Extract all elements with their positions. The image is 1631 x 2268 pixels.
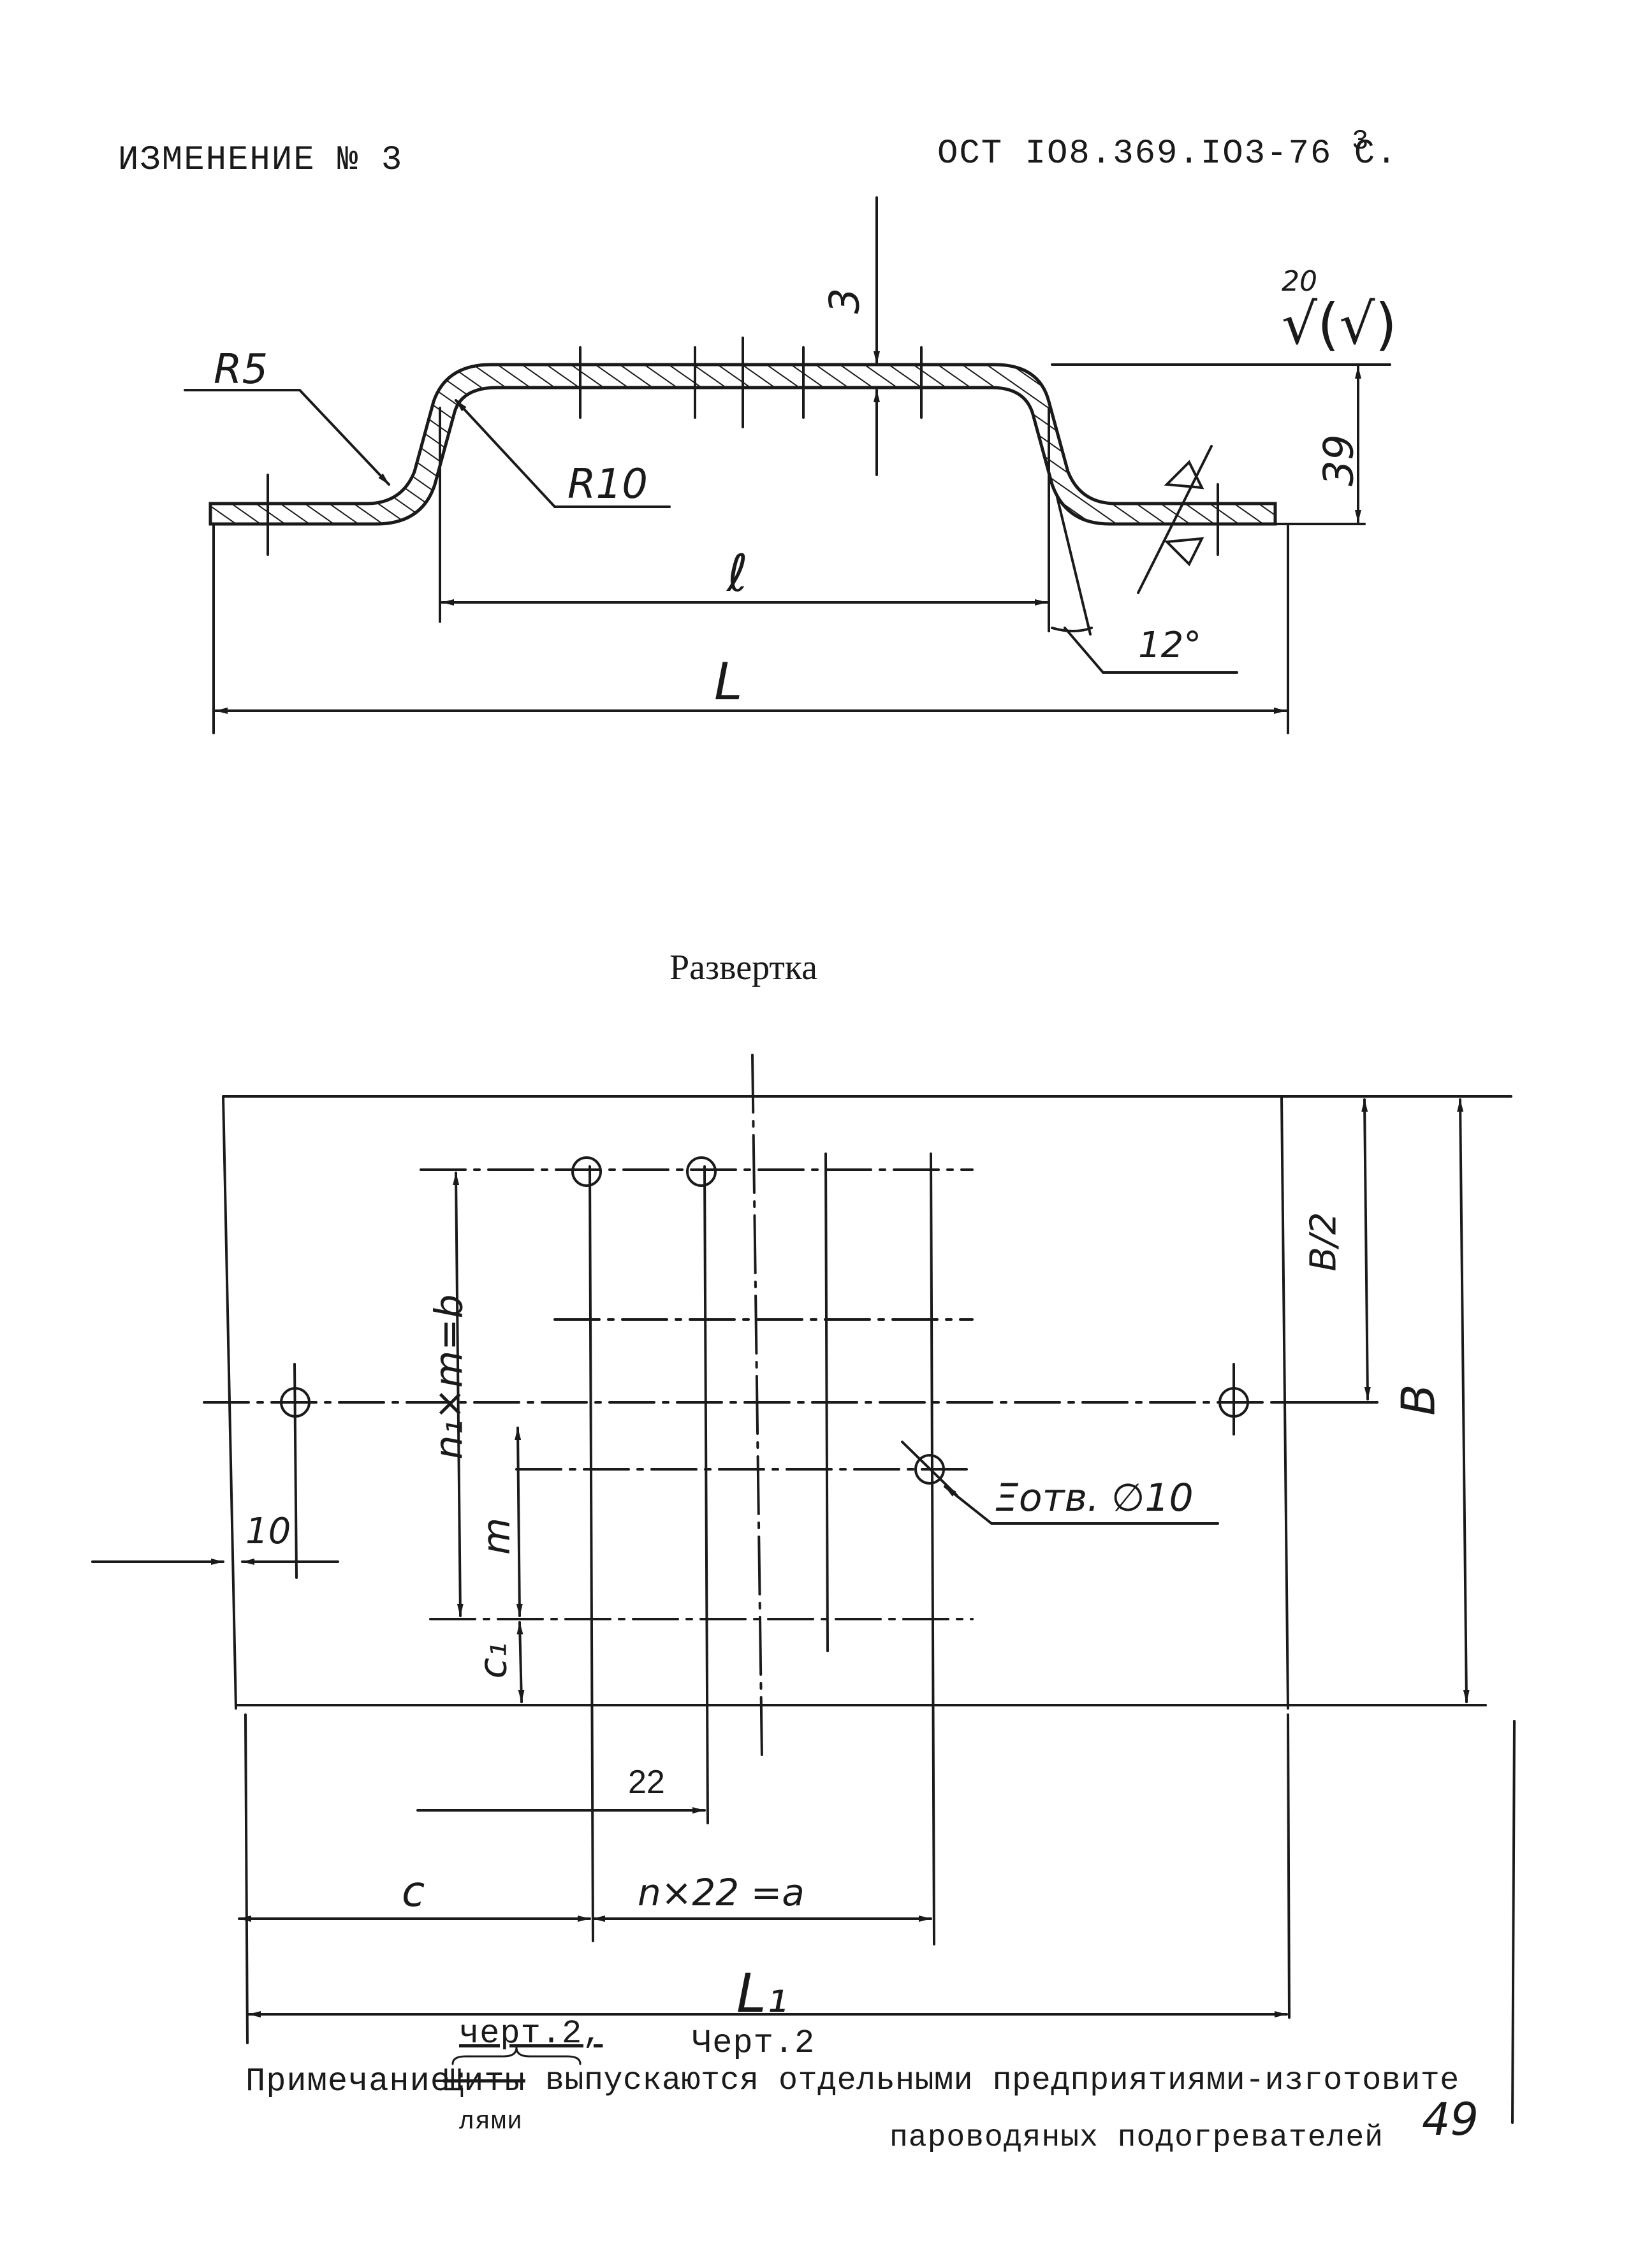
edge-row-label: c₁ xyxy=(471,1642,516,1679)
pitch-label: 22 xyxy=(628,1764,665,1801)
rows-dim xyxy=(453,1172,464,1617)
drawing-ref-struck: черт.2, xyxy=(459,2015,603,2053)
page-number-superscript: 3 xyxy=(1352,126,1370,157)
note-prefix: Примечание: xyxy=(245,2063,472,2100)
r5-label: R5 xyxy=(214,346,268,393)
inner-length-label: ℓ xyxy=(727,544,749,603)
note-line-1: выпускаются отдельными предприятиями-изг… xyxy=(545,2063,1459,2099)
footer-brace xyxy=(451,2047,581,2065)
col-offset-label: c xyxy=(402,1867,425,1916)
roughness-symbol: √(√) xyxy=(1282,291,1397,357)
hole xyxy=(280,1387,311,1418)
step-label: m xyxy=(474,1517,520,1555)
page-number: 49 xyxy=(1422,2093,1479,2146)
hole xyxy=(914,1454,945,1485)
col-line-2 xyxy=(703,1165,709,1824)
vertical-axis xyxy=(751,1054,763,1761)
hole xyxy=(571,1156,602,1187)
note-line-2-right: пароводяных подогревателей xyxy=(889,2121,1384,2155)
angle-leader xyxy=(1064,627,1238,674)
hole xyxy=(1218,1387,1249,1418)
r10-label: R10 xyxy=(567,461,648,508)
step-dim xyxy=(515,1427,523,1617)
half-width-label: B/2 xyxy=(1303,1212,1345,1272)
note-line-2-left: лями xyxy=(459,2108,523,2137)
total-length-label: L xyxy=(714,652,743,711)
thickness-label: 3 xyxy=(821,287,869,314)
change-label: ИЗМЕНЕНИЕ № 3 xyxy=(118,141,404,180)
roughness-value: 20 xyxy=(1282,265,1317,298)
col-line-1 xyxy=(589,1165,594,1942)
height-label: 39 xyxy=(1315,434,1363,486)
angle-label: 12° xyxy=(1138,625,1202,666)
half-width-denominator: 2 xyxy=(1303,1212,1345,1235)
r5-leader xyxy=(184,389,390,486)
half-width-numerator: B xyxy=(1303,1247,1345,1272)
cols-label: n×22 =a xyxy=(638,1871,805,1914)
development-view xyxy=(91,1054,1516,2124)
drawing-ref: Черт.2 xyxy=(692,2024,816,2062)
r10-leader xyxy=(455,399,671,508)
standard-code: ОСТ IO8.369.IO3-76 С. xyxy=(937,134,1398,173)
edge-offset-label: 10 xyxy=(245,1511,291,1552)
development-title: Развертка xyxy=(669,948,818,987)
width-dim xyxy=(1457,1098,1470,1703)
rows-label: n₁×m=b xyxy=(427,1294,472,1460)
profile-section xyxy=(184,196,1391,734)
hole-callout-leader xyxy=(944,1485,1219,1525)
hole-callout: Ξотв. ∅10 xyxy=(995,1476,1194,1520)
half-width-dim xyxy=(1361,1098,1371,1400)
edge-row-dim xyxy=(516,1621,525,1703)
width-label: B xyxy=(1391,1384,1445,1416)
hole xyxy=(686,1156,717,1187)
note-word-struck: Щиты xyxy=(443,2063,525,2100)
length-label: L₁ xyxy=(736,1962,788,2024)
